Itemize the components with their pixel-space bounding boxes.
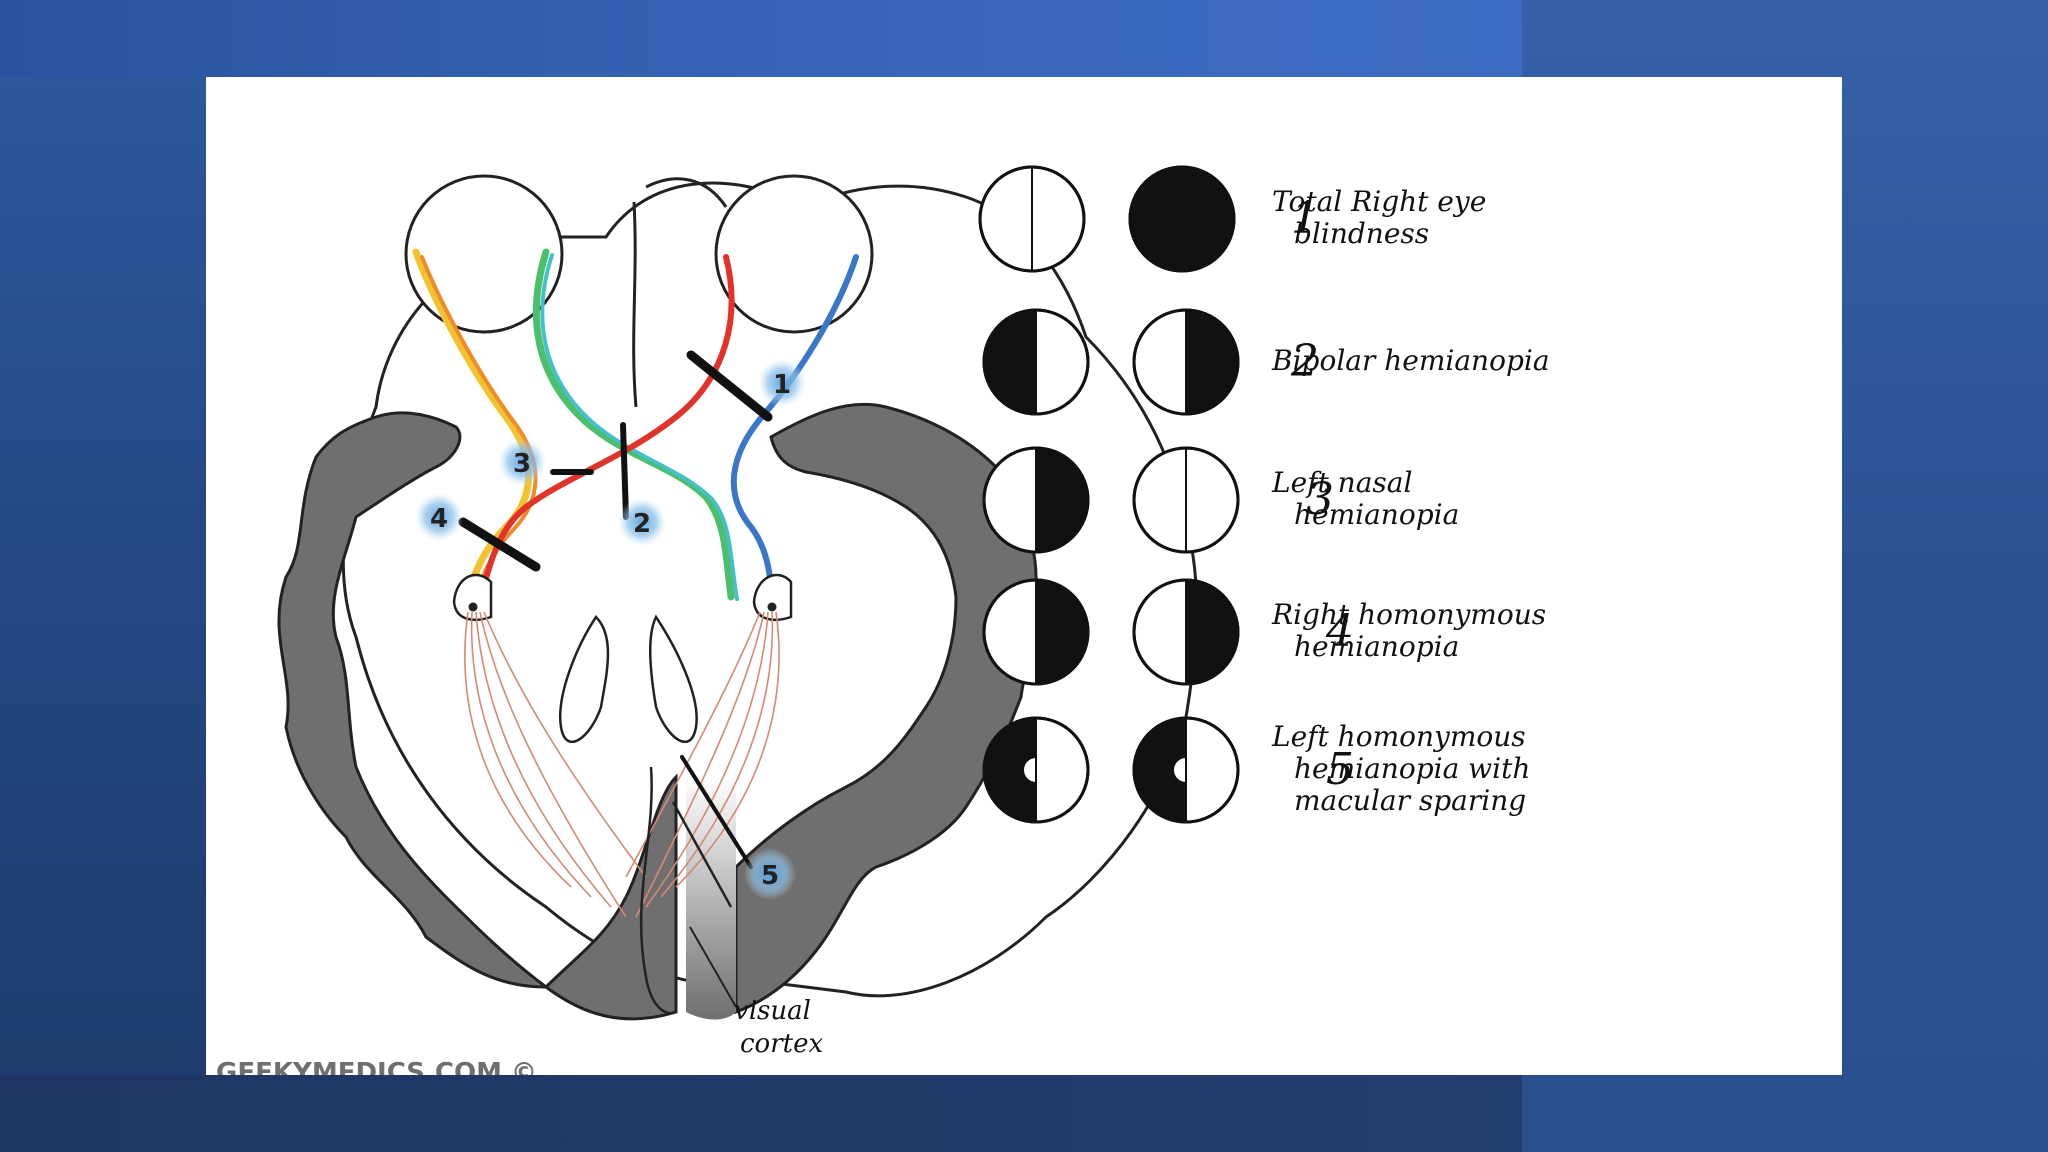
right-eye-field [1132, 446, 1240, 554]
defect-row-number: 3 [1306, 474, 1334, 525]
optic-radiations [464, 611, 780, 918]
marker-2-label: 2 [633, 509, 651, 539]
defect-label-line: hemianopia [1294, 630, 1459, 663]
marker-5: 5 [744, 848, 796, 900]
cortex-label-line2: cortex [740, 1029, 823, 1059]
lesion-5-bar [680, 755, 753, 869]
cortex-label-pointer [689, 926, 737, 1008]
left-eye-field [978, 165, 1086, 273]
background-top-band [0, 0, 1522, 78]
cortex-label-line1: visual [734, 996, 811, 1026]
left-eye-field [982, 716, 1090, 824]
slide-canvas: 1 2 3 4 5 visual cortex GEEKYMEDICS.COM … [206, 77, 1842, 1075]
lesion-2-bar [620, 422, 629, 520]
defect-row-number: 5 [1326, 744, 1354, 795]
left-eye-field [982, 308, 1090, 416]
lesion-bars [458, 350, 773, 869]
defect-label-line: blindness [1294, 217, 1429, 250]
defect-label-line: Right homonymous [1271, 598, 1546, 631]
marker-4-label: 4 [430, 504, 448, 534]
marker-3: 3 [498, 438, 546, 486]
defect-label-line: Total Right eye [1272, 185, 1486, 218]
optic-pathways [412, 248, 859, 621]
defect-row-number: 4 [1325, 606, 1354, 657]
background-bottom-band [0, 1075, 1522, 1152]
right-eye-field [1132, 308, 1240, 416]
watermark-text: GEEKYMEDICS.COM © [216, 1058, 537, 1075]
right-eye-field [1132, 716, 1240, 824]
marker-3-label: 3 [513, 449, 531, 479]
defect-label-line: macular sparing [1294, 784, 1526, 817]
left-eye-field [982, 446, 1090, 554]
marker-4: 4 [415, 493, 463, 541]
right-eye-field [1132, 578, 1240, 686]
marker-2: 2 [618, 498, 666, 546]
left-eye [404, 174, 564, 334]
right-eye [714, 174, 874, 334]
lesion-4-bar [458, 517, 541, 572]
defect-label-line: hemianopia with [1294, 752, 1530, 785]
defect-label-line: Bipolar hemianopia [1271, 344, 1550, 377]
defect-label-line: Left nasal [1271, 466, 1412, 499]
ventricles [558, 614, 698, 743]
lesion-1-bar [686, 350, 773, 422]
defect-label-line: hemianopia [1294, 498, 1459, 531]
marker-5-label: 5 [761, 861, 779, 891]
marker-1-label: 1 [773, 370, 791, 400]
defect-row-number: 1 [1291, 193, 1319, 244]
defect-row-number: 2 [1290, 336, 1319, 387]
defect-label-line: Left homonymous [1271, 720, 1526, 753]
marker-1: 1 [758, 359, 806, 407]
visual-pathway-diagram: 1 2 3 4 5 visual cortex GEEKYMEDICS.COM … [216, 165, 1550, 1075]
left-eye-field [982, 578, 1090, 686]
right-eye-field [1128, 165, 1236, 273]
